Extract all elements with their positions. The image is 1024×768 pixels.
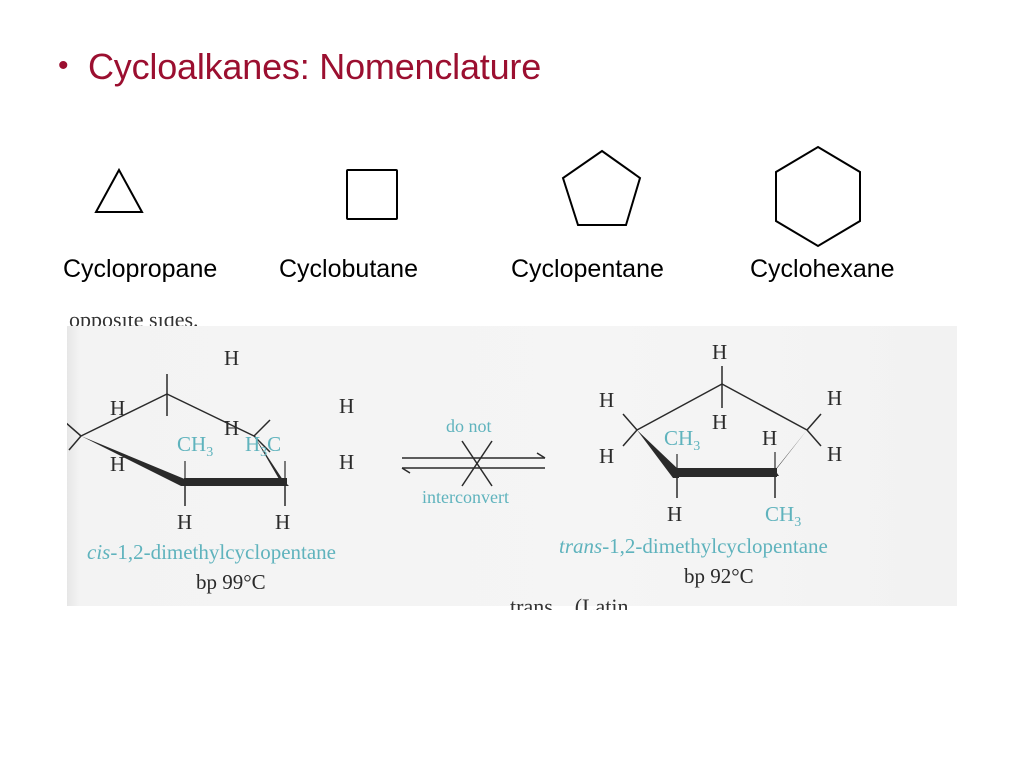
trans-boiling-point: bp 92°C	[684, 564, 754, 588]
ring-label-cyclopentane: Cyclopentane	[511, 255, 664, 283]
triangle-icon	[94, 167, 144, 213]
cis-boiling-point: bp 99°C	[196, 570, 266, 594]
trans-name-caption: trans-1,2-dimethylcyclopentane	[559, 534, 828, 558]
slide-title: • Cycloalkanes: Nomenclature	[58, 46, 541, 88]
cis-h-upper-left: H	[110, 396, 126, 420]
pentagon-icon	[561, 149, 642, 226]
cis-h-top: H	[224, 346, 240, 370]
cis-h-center: H	[224, 416, 240, 440]
cis-ch3-label: CH3	[177, 432, 214, 461]
arrow-label-interconvert: interconvert	[422, 487, 509, 507]
cut-off-text-bottom: trans... (Latin	[510, 594, 629, 619]
trans-h-top: H	[712, 340, 728, 364]
cis-h3c-label: H3C	[245, 432, 282, 461]
cis-h-lower-left: H	[110, 452, 126, 476]
trans-ch3-up-label: CH3	[664, 426, 701, 455]
arrow-label-do-not: do not	[446, 416, 492, 436]
ring-label-cyclopropane: Cyclopropane	[63, 255, 218, 283]
trans-h-upper-left: H	[599, 388, 615, 412]
slide-title-text: Cycloalkanes: Nomenclature	[88, 46, 542, 87]
scanned-figure: H H H H H H H H CH3 H3C cis-1,2-dimethyl…	[67, 326, 957, 606]
trans-ch3-down-label: CH3	[765, 502, 802, 531]
trans-h-center: H	[712, 410, 728, 434]
trans-h-lower-left: H	[599, 444, 615, 468]
trans-h-bottom-left: H	[667, 502, 683, 526]
cis-h-lower-right: H	[339, 450, 355, 474]
trans-h-inner-right: H	[762, 426, 778, 450]
cis-name-caption: cis-1,2-dimethylcyclopentane	[87, 540, 336, 564]
bullet-icon: •	[58, 49, 69, 82]
ring-label-cyclobutane: Cyclobutane	[279, 255, 418, 283]
hexagon-icon	[775, 145, 861, 248]
cis-h-bottom-right: H	[275, 510, 291, 534]
structure-lines	[67, 366, 822, 506]
trans-h-upper-right: H	[827, 386, 843, 410]
ring-label-cyclohexane: Cyclohexane	[750, 255, 895, 283]
cis-h-bottom-left: H	[177, 510, 193, 534]
square-icon	[346, 169, 398, 220]
trans-h-lower-right: H	[827, 442, 843, 466]
cis-h-upper-right: H	[339, 394, 355, 418]
